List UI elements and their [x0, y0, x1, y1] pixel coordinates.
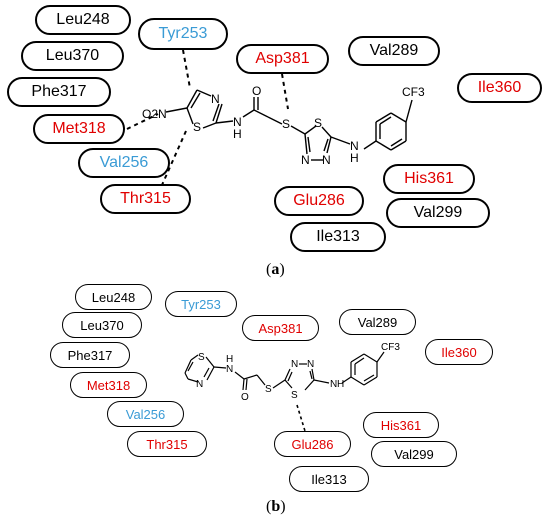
atom-label-n: N [301, 153, 310, 167]
residue-pill: Glu286 [274, 431, 351, 457]
residue-pill: Thr315 [127, 431, 207, 457]
atom-label-n: N [291, 359, 298, 370]
atom-label-n: N [233, 115, 242, 129]
residue-pill: Leu370 [21, 41, 124, 71]
residue-pill: Val256 [107, 401, 184, 427]
panel-caption-a: (a) [266, 261, 285, 278]
atom-label-h: H [226, 354, 233, 365]
atom-label-s: S [314, 116, 322, 130]
atom-label-n: N [330, 379, 337, 390]
atom-label-no2: O2N [142, 107, 167, 121]
residue-pill: Asp381 [236, 44, 329, 74]
residue-pill: Met318 [33, 114, 125, 144]
panel-a: Leu248 Tyr253 Leu370 Asp381 Val289 Phe31… [7, 5, 542, 278]
residue-pill: Tyr253 [165, 291, 237, 317]
atom-label-n: N [211, 92, 220, 106]
atom-label-n: N [226, 364, 233, 375]
residue-pill: Val256 [78, 148, 170, 178]
residue-pill: Phe317 [7, 77, 111, 107]
atom-label-h: H [337, 379, 344, 390]
atom-label-s: S [282, 117, 290, 131]
atom-label-h: H [233, 127, 242, 141]
residue-pill: Ile313 [290, 222, 386, 252]
atom-label-cf3: CF3 [402, 85, 425, 99]
panel-b: Leu248 Tyr253 Leu370 Asp381 Val289 Phe31… [0, 280, 550, 521]
atom-label-o: O [241, 392, 249, 403]
residue-pill: Leu248 [35, 5, 131, 35]
residue-pill: His361 [383, 164, 475, 194]
atom-label-n: N [322, 153, 331, 167]
residue-pill: Leu370 [62, 312, 142, 338]
residue-pill: Met318 [70, 372, 147, 398]
residue-pill: Ile360 [425, 339, 493, 365]
atom-label-n: N [350, 139, 359, 153]
ligand-structure-a: N S O2N N H O S S N N N H CF3 [126, 49, 425, 186]
residue-pill: Phe317 [50, 342, 130, 368]
residue-pill: Val299 [386, 198, 490, 228]
residue-pill: Asp381 [242, 315, 319, 341]
atom-label-n: N [307, 359, 314, 370]
atom-label-cf3: CF3 [381, 342, 400, 353]
panel-caption-b: (b) [266, 498, 286, 515]
atom-label-s: S [198, 352, 205, 363]
residue-pill: Val299 [371, 441, 457, 467]
residue-pill: Tyr253 [138, 18, 228, 50]
atom-label-h: H [350, 151, 359, 165]
atom-label-o: O [252, 84, 261, 98]
ligand-structure-b: S N N H O S S N N N H CF3 [184, 342, 400, 432]
residue-pill: Ile313 [289, 466, 369, 492]
residue-pill: Val289 [339, 309, 416, 335]
residue-pill: Glu286 [274, 186, 364, 216]
residue-pill: Val289 [348, 36, 440, 66]
atom-label-n: N [196, 379, 203, 390]
residue-pill: Ile360 [457, 73, 542, 103]
atom-label-s: S [291, 390, 298, 401]
atom-label-s: S [193, 120, 201, 134]
residue-pill: Thr315 [100, 184, 191, 214]
residue-pill: Leu248 [75, 284, 152, 310]
residue-pill: His361 [363, 412, 439, 438]
atom-label-s: S [265, 384, 272, 395]
